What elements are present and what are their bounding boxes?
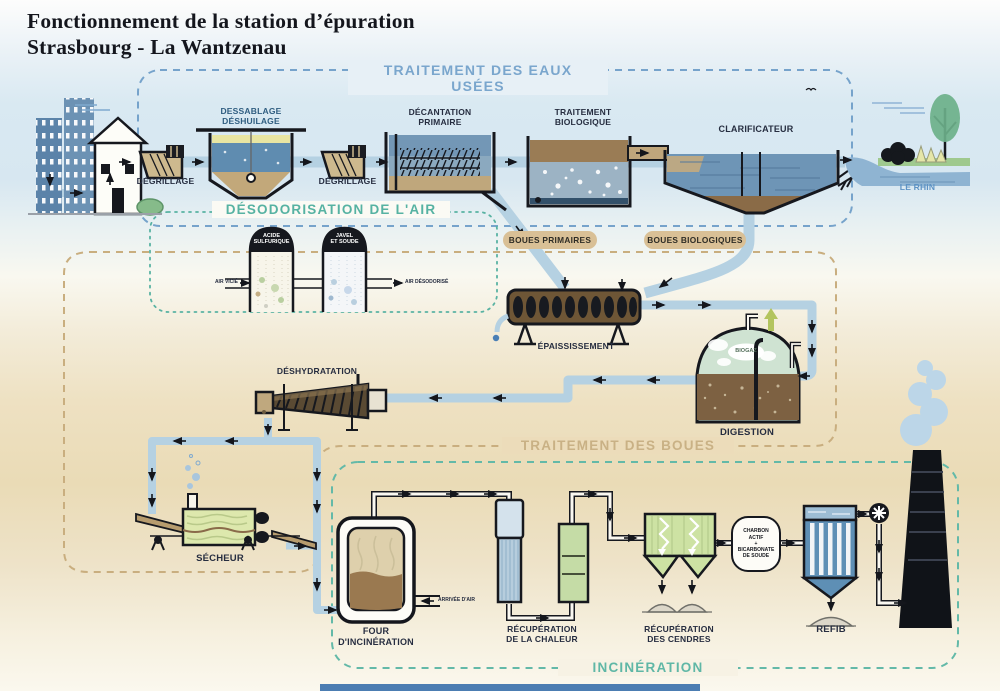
cloud-icon: [872, 102, 925, 114]
title-line2: Strasbourg - La Wantzenau: [27, 35, 287, 60]
label-deshydratation: DÉSHYDRATATION: [276, 366, 358, 376]
label-acide: ACIDE SULFURIQUE: [253, 233, 290, 246]
page-title: Fonctionnement de la station d’épuration…: [27, 8, 497, 60]
charbon-actif-bubble: CHARBON ACTIF + BICARBONATE DE SOUDE: [731, 516, 781, 572]
label-arrivee-air: ARRIVÉE D'AIR: [438, 597, 476, 603]
biogas-up-arrow-icon: [764, 308, 778, 331]
label-four: FOUR D'INCINÉRATION: [338, 626, 414, 647]
label-rhin: LE RHIN: [899, 182, 936, 192]
four-incineration: [336, 516, 416, 624]
bird-icon: [805, 87, 817, 92]
label-refib: REFIB: [816, 624, 846, 635]
deshydratation-centrifuge: [254, 374, 388, 431]
chimney-illustration: [899, 360, 952, 628]
flow-arrows: [46, 149, 908, 622]
biologique-tank: [526, 136, 669, 208]
label-air-vicie: AIR VICIÉ: [214, 279, 238, 285]
degrillage-tank-1: [138, 145, 184, 180]
section-title-eaux-usees: TRAITEMENT DES EAUX USÉES: [348, 61, 608, 95]
section-title-desodorisation: DÉSODORISATION DE L'AIR: [212, 201, 450, 218]
dessablage-tank: [196, 128, 306, 200]
eaux-usees-border: [137, 69, 853, 227]
ash-pile-icon: [646, 603, 678, 613]
ash-pile-icon: [676, 603, 708, 613]
decantation-tank: [384, 132, 507, 212]
boues-border: [63, 251, 837, 573]
label-degrillage-1: DÉGRILLAGE: [136, 176, 195, 186]
label-air-desodorise: AIR DÉSODORISÉ: [405, 279, 449, 285]
degrillage-tank-2: [320, 145, 366, 180]
cendres-hopper: [642, 512, 718, 613]
label-dessablage: DESSABLAGE DÉSHUILAGE: [220, 106, 282, 127]
desodorisation-towers: [225, 226, 392, 312]
label-degrillage-2: DÉGRILLAGE: [318, 176, 377, 186]
clarificateur-tank: [663, 150, 855, 215]
bush-icon: [136, 198, 164, 216]
epaississement-tank: [492, 288, 642, 346]
label-digestion: DIGESTION: [719, 427, 775, 438]
pill-boues-biologiques: BOUES BIOLOGIQUES: [644, 231, 746, 249]
water-drop-icon: [492, 334, 500, 342]
label-cendres: RÉCUPÉRATION DES CENDRES: [644, 624, 714, 645]
section-title-incineration: INCINÉRATION: [558, 659, 738, 676]
chaleur-columns: [494, 498, 590, 604]
footer-bar: [320, 684, 700, 691]
label-chaleur: RÉCUPÉRATION DE LA CHALEUR: [506, 624, 578, 645]
label-decantation: DÉCANTATION PRIMAIRE: [408, 107, 472, 128]
small-trees-icon: [915, 144, 947, 163]
label-epaississement: ÉPAISSISSEMENT: [537, 341, 615, 351]
label-biologique: TRAITEMENT BIOLOGIQUE: [554, 107, 612, 128]
bushes-icon: [881, 142, 915, 165]
label-secheur: SÉCHEUR: [196, 553, 244, 564]
label-biogaz: BIOGAZ: [735, 348, 757, 354]
digestion-tank: [695, 308, 801, 424]
label-clarificateur: CLARIFICATEUR: [718, 124, 794, 134]
section-title-boues: TRAITEMENT DES BOUES: [502, 437, 734, 454]
refib-filter: [800, 503, 889, 627]
pill-boues-primaires: BOUES PRIMAIRES: [503, 231, 597, 249]
smoke-cloud-icon: [900, 360, 948, 446]
title-line1: Fonctionnement de la station d’épuration: [27, 9, 415, 33]
secheur-dryer: [135, 454, 317, 551]
rhin-river-illustration: [805, 87, 970, 186]
label-javel: JAVEL ET SOUDE: [330, 233, 359, 246]
